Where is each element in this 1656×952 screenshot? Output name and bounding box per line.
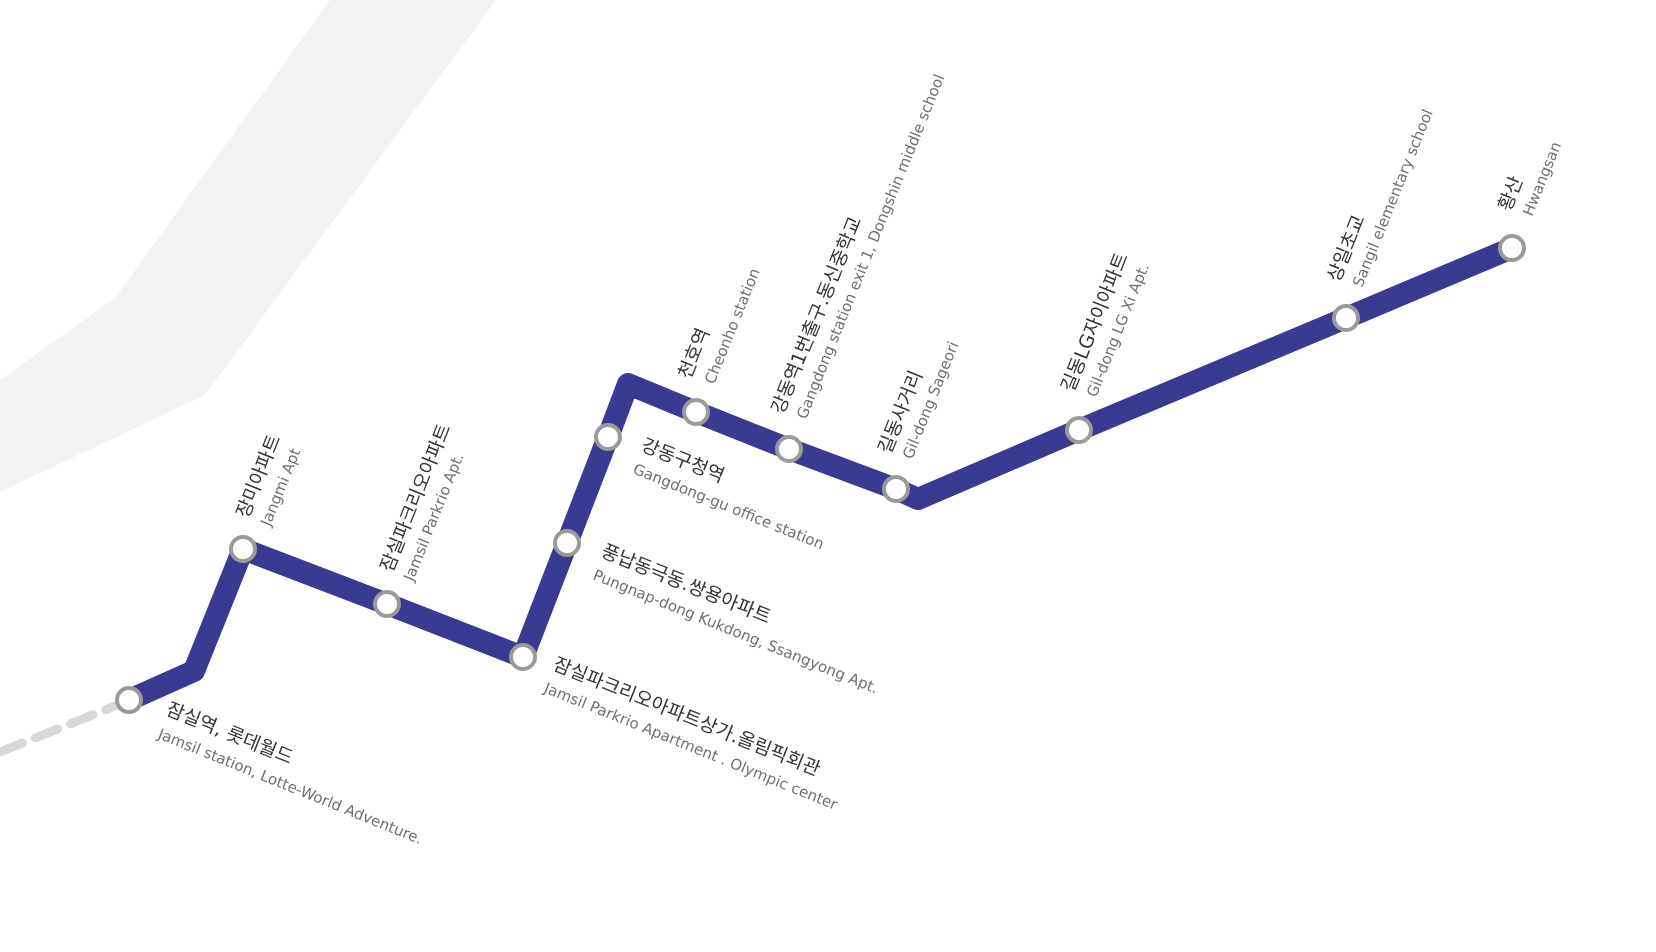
station-name-english: Pungnap-dong Kukdong, Ssangyong Apt. (591, 566, 881, 697)
station-stop-marker[interactable] (373, 590, 401, 618)
station-stop-marker[interactable] (553, 529, 581, 557)
station-name-english: Hwangsan (1519, 139, 1565, 218)
station-name-english: Sangil elementary school (1349, 107, 1437, 290)
station-stop-marker[interactable] (882, 475, 910, 503)
station-stop-marker[interactable] (594, 423, 622, 451)
background-road-band (0, 0, 496, 492)
station-name-english: Gangdong-gu office station (631, 460, 827, 553)
station-stop-marker[interactable] (509, 643, 537, 671)
station-stop-marker[interactable] (1332, 304, 1360, 332)
route-line (118, 237, 1523, 711)
station-name-korean: 잠실파크리오아파트상가.올림픽회관 (550, 653, 823, 780)
station-stop-marker[interactable] (115, 686, 143, 714)
station-stop-marker[interactable] (1498, 234, 1526, 262)
station-jamsil-parkrio[interactable]: 잠실파크리오아파트 Jamsil Parkrio Apt. (373, 421, 468, 618)
dashed-connector-line (0, 697, 130, 757)
station-name-english: Gangdong station exit 1, Dongshin middle… (793, 72, 948, 422)
station-name-english: Jamsil station, Lotte-World Adventure. (155, 725, 426, 848)
station-hwangsan[interactable]: 황산 Hwangsan (1494, 139, 1565, 262)
station-parkrio-olympic[interactable]: 잠실파크리오아파트상가.올림픽회관 Jamsil Parkrio Apartme… (509, 643, 841, 814)
station-stop-marker[interactable] (682, 398, 710, 426)
station-name-english: Jamsil Parkrio Apartment . Olympic cente… (541, 679, 841, 814)
station-stop-marker[interactable] (775, 435, 803, 463)
station-jamsil[interactable]: 잠실역, 롯데월드 Jamsil station, Lotte-World Ad… (115, 686, 426, 848)
station-name-english: Cheonho station (701, 266, 764, 387)
station-jangmi[interactable]: 장미아파트 Jangmi Apt (229, 432, 304, 563)
station-stop-marker[interactable] (1065, 416, 1093, 444)
station-stop-marker[interactable] (229, 535, 257, 563)
